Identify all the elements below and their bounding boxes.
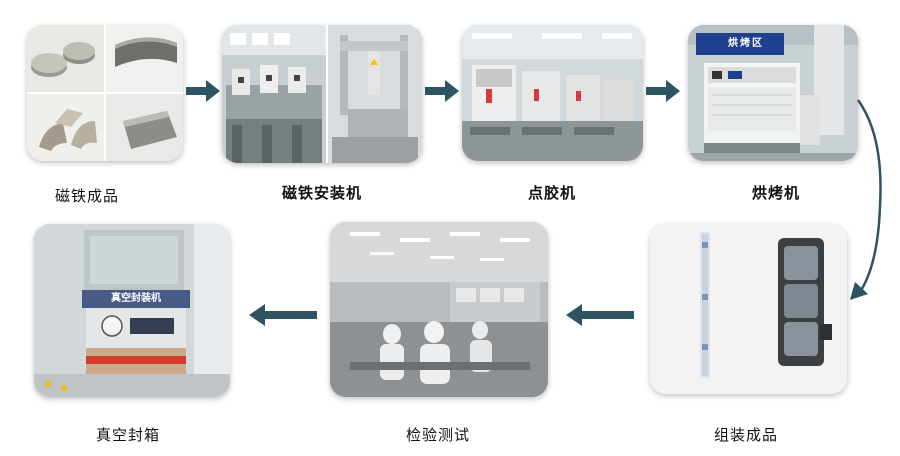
assembled-product-photo [650,224,847,394]
step-label-glue: 点胶机 [527,184,577,202]
step-label-test: 检验测试 [405,426,471,444]
step-label-oven: 烘烤机 [751,184,801,202]
arrow-curve-down [838,96,888,306]
arrow-right-3 [646,80,680,102]
arrow-right-2 [425,80,459,102]
baking-oven-photo: 烘烤区 [688,25,858,161]
magnet-product-photo [27,25,183,161]
magnet-mounting-machine-photo [222,25,422,163]
step-label-mount: 磁铁安装机 [281,184,363,202]
arrow-right-1 [186,80,220,102]
step-label-vacuum: 真空封箱 [95,426,161,444]
arrow-left-1 [566,304,634,326]
step-label-assembled: 组装成品 [713,426,779,444]
step-label-magnet: 磁铁成品 [54,187,120,205]
vacuum-packing-machine-photo: 真空封装机 [34,224,230,397]
inspection-testing-photo [330,222,548,397]
oven-area-sign: 烘烤区 [728,38,764,49]
arrow-left-2 [249,304,317,326]
glue-dispensing-machine-photo [462,25,643,161]
vacuum-machine-sign: 真空封装机 [111,293,161,304]
